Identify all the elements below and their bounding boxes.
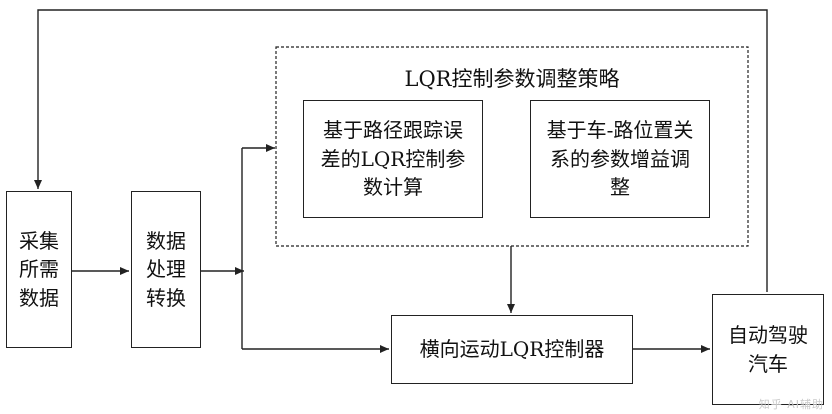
autonomous-vehicle-label: 自动驾驶 汽车	[728, 323, 808, 376]
feedback-vehicle-to-collect	[34, 9, 768, 292]
vehicle-road-gain-label: 基于车-路位置关 系的参数增益调 整	[546, 118, 694, 200]
collect-data-box: 采集 所需 数据	[6, 191, 72, 348]
process-data-label: 数据 处理 转换	[146, 228, 186, 310]
vehicle-road-gain-box: 基于车-路位置关 系的参数增益调 整	[530, 100, 710, 218]
lqr-controller-label: 横向运动LQR控制器	[419, 337, 605, 362]
strategy-group-title: LQR控制参数调整策略	[404, 67, 620, 91]
watermark-text: 知乎 AI辅助	[758, 398, 824, 411]
autonomous-vehicle-box: 自动驾驶 汽车	[712, 294, 824, 405]
process-data-box: 数据 处理 转换	[131, 191, 201, 348]
strategy-group-dashed-border	[275, 46, 749, 247]
lqr-controller-box: 横向运动LQR控制器	[391, 315, 633, 384]
path-error-lqr-box: 基于路径跟踪误 差的LQR控制参 数计算	[303, 100, 483, 218]
path-error-lqr-label: 基于路径跟踪误 差的LQR控制参 数计算	[320, 118, 466, 200]
collect-data-label: 采集 所需 数据	[19, 228, 59, 310]
